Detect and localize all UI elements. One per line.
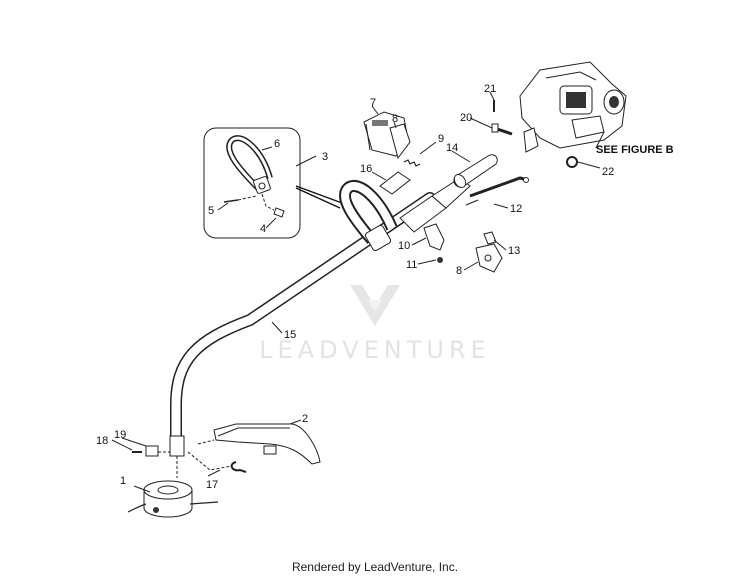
part-17-bracket [187,439,247,473]
part-22-nut [566,156,578,168]
footer-credit: Rendered by LeadVenture, Inc. [291,560,459,574]
part-12-cable [465,176,529,206]
watermark-logo [350,285,400,326]
callout-12: 12 [510,203,522,215]
callout-8-lower: 8 [456,265,462,277]
callout-4: 4 [260,223,266,235]
callout-19: 19 [114,429,126,441]
part-2-guard [213,423,321,465]
callout-1: 1 [120,475,126,487]
engine [519,61,627,153]
inset-handle [226,135,273,194]
see-figure-b-label: SEE FIGURE B [596,144,674,156]
callout-18: 18 [96,435,108,447]
loop-handle [339,180,398,252]
inset-nut-4 [273,207,285,218]
callout-16: 16 [360,163,372,175]
part-8-lower [475,243,503,273]
callout-13: 13 [508,245,520,257]
callout-14: 14 [446,142,458,154]
part-10-trigger [423,223,445,251]
callout-9: 9 [438,133,444,145]
callout-21: 21 [484,83,496,95]
callout-5: 5 [208,205,214,217]
inset-screw-5 [223,199,239,203]
inset-box [203,127,301,239]
callout-15: 15 [284,329,296,341]
callout-17: 17 [206,479,218,491]
callout-3: 3 [322,151,328,163]
callout-2: 2 [302,413,308,425]
callout-11: 11 [406,259,417,271]
part-1-trimmer-head [127,480,219,518]
part-11-nut [437,257,443,263]
part-14-grip [453,154,498,188]
callout-22: 22 [602,166,614,178]
callout-7: 7 [370,97,376,109]
callout-8-upper: 8 [392,113,398,125]
callout-10: 10 [398,240,410,252]
part-16-sleeve [379,171,411,195]
callout-6: 6 [274,138,280,150]
shaft-collar [169,435,185,457]
watermark-text: LEADVENTURE [259,336,491,364]
leader-lines [111,91,605,493]
part-13-switch [483,231,497,245]
part-9-spring [403,159,421,167]
part-20-bolt [491,123,513,136]
part-8-upper [389,123,411,160]
part-19-clamp [145,445,159,457]
callout-20: 20 [460,112,472,124]
shaft-tube [170,192,436,444]
